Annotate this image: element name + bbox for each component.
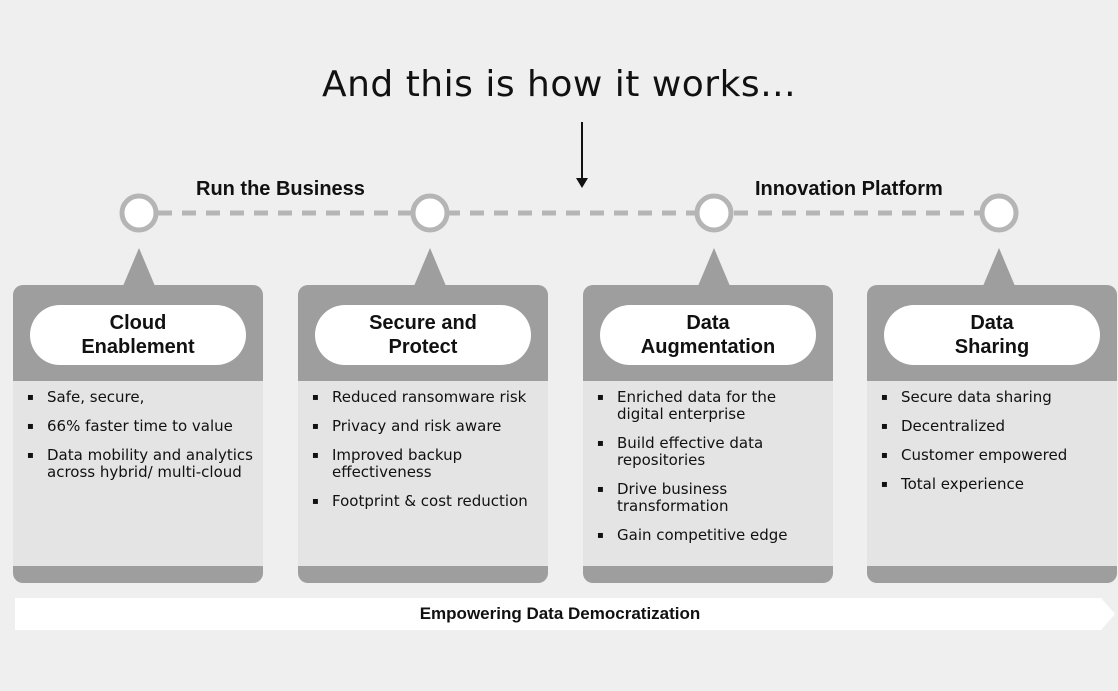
card-secure-and-protect: Secure and Protect Reduced ransomware ri… bbox=[298, 285, 548, 583]
timeline-node-3 bbox=[694, 193, 734, 233]
card-point: Drive business transformation bbox=[597, 481, 827, 515]
card-footer bbox=[298, 566, 548, 583]
card-footer bbox=[867, 566, 1117, 583]
banner-label: Empowering Data Democratization bbox=[419, 604, 701, 623]
card-footer bbox=[13, 566, 263, 583]
timeline-node-1 bbox=[119, 193, 159, 233]
card-points: Enriched data for the digital enterprise… bbox=[597, 389, 827, 556]
card-title: Cloud Enablement bbox=[81, 312, 195, 358]
card-point: Footprint & cost reduction bbox=[312, 493, 542, 511]
card-footer bbox=[583, 566, 833, 583]
card-title-pill: Cloud Enablement bbox=[30, 305, 246, 365]
connector-1 bbox=[123, 248, 155, 286]
timeline-node-2 bbox=[410, 193, 450, 233]
card-title: Data Augmentation bbox=[640, 312, 776, 358]
card-data-sharing: Data Sharing Secure data sharing Decentr… bbox=[867, 285, 1117, 583]
timeline-node-4 bbox=[979, 193, 1019, 233]
card-point: Enriched data for the digital enterprise bbox=[597, 389, 827, 423]
card-title-pill: Secure and Protect bbox=[315, 305, 531, 365]
card-point: Secure data sharing bbox=[881, 389, 1111, 407]
card-title-pill: Data Augmentation bbox=[600, 305, 816, 365]
card-point: 66% faster time to value bbox=[27, 418, 257, 436]
card-title: Secure and Protect bbox=[369, 312, 477, 358]
card-point: Customer empowered bbox=[881, 447, 1111, 465]
connector-2 bbox=[414, 248, 446, 286]
card-point: Privacy and risk aware bbox=[312, 418, 542, 436]
card-point: Improved backup effectiveness bbox=[312, 447, 542, 481]
connector-4 bbox=[983, 248, 1015, 286]
card-point: Reduced ransomware risk bbox=[312, 389, 542, 407]
headline: And this is how it works... bbox=[321, 64, 797, 105]
card-point: Build effective data repositories bbox=[597, 435, 827, 469]
down-arrow-head bbox=[576, 178, 588, 188]
phase-label-innovation-platform: Innovation Platform bbox=[755, 178, 943, 200]
card-title: Data Sharing bbox=[954, 312, 1030, 358]
card-point: Safe, secure, bbox=[27, 389, 257, 407]
card-cloud-enablement: Cloud Enablement Safe, secure, 66% faste… bbox=[13, 285, 263, 583]
card-title-pill: Data Sharing bbox=[884, 305, 1100, 365]
timeline-diagram bbox=[119, 122, 1019, 286]
banner-arrow bbox=[15, 598, 1115, 630]
card-points: Reduced ransomware risk Privacy and risk… bbox=[312, 389, 542, 522]
card-data-augmentation: Data Augmentation Enriched data for the … bbox=[583, 285, 833, 583]
connector-3 bbox=[698, 248, 730, 286]
card-point: Decentralized bbox=[881, 418, 1111, 436]
card-point: Total experience bbox=[881, 476, 1111, 494]
phase-label-run-the-business: Run the Business bbox=[196, 178, 365, 200]
card-point: Gain competitive edge bbox=[597, 527, 827, 545]
card-points: Safe, secure, 66% faster time to value D… bbox=[27, 389, 257, 493]
card-point: Data mobility and analytics across hybri… bbox=[27, 447, 257, 481]
card-points: Secure data sharing Decentralized Custom… bbox=[881, 389, 1111, 505]
